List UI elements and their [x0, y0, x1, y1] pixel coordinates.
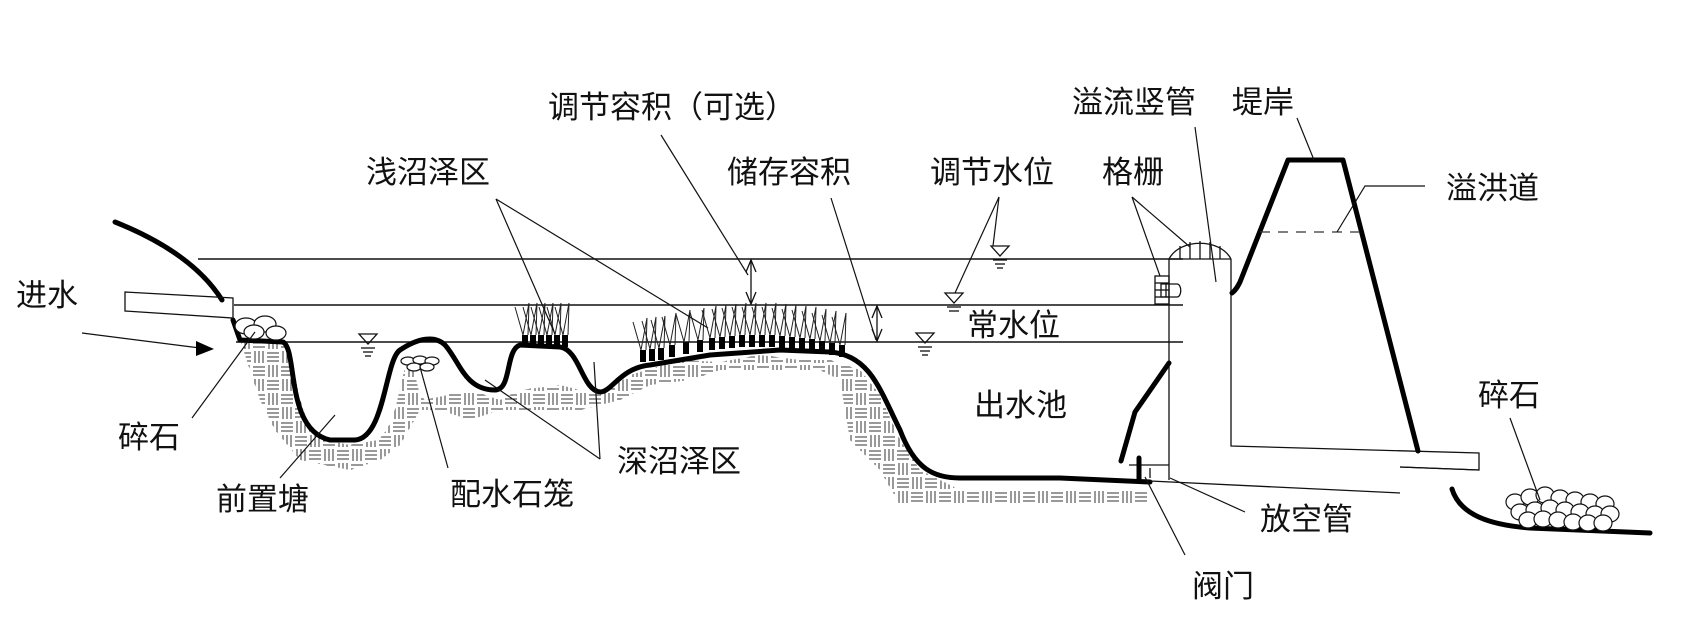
label-detention-volume: 调节容积（可选） [548, 90, 796, 126]
gravel-stone [1593, 514, 1613, 532]
gabion-stones [400, 355, 440, 372]
marsh-plant [821, 310, 837, 355]
outlet-pool-wall [1118, 360, 1172, 464]
water-level-symbol [943, 292, 965, 312]
label-gravel-left: 碎石 [118, 420, 180, 456]
inlet-bank-curve [112, 219, 225, 303]
label-shallow-marsh: 浅沼泽区 [366, 155, 490, 191]
overflow-riser [1129, 258, 1480, 480]
soil-forebay [240, 340, 1150, 505]
marsh-plant [641, 316, 657, 361]
label-distribution-gabion: 配水石笼 [450, 477, 574, 513]
label-valve: 阀门 [1192, 569, 1254, 605]
inflow-arrow [81, 332, 214, 356]
storage-volume-arrow [871, 304, 883, 343]
inlet-stones [234, 315, 287, 341]
marsh-plant [650, 315, 666, 360]
leader-regulated-level-2 [992, 196, 1000, 247]
leader-gravel-right [1509, 417, 1541, 501]
leader-trash-rack-1 [1131, 196, 1161, 277]
marsh-plant [831, 312, 847, 357]
water-level-symbol [357, 333, 379, 357]
leader-drain-pipe [1169, 477, 1246, 513]
marsh-plant [675, 309, 691, 354]
label-normal-water-level: 常水位 [967, 308, 1060, 344]
leader-deep-marsh-2 [593, 361, 601, 460]
leader-deep-marsh-1 [484, 379, 601, 460]
water-level-symbols [357, 245, 1011, 357]
marsh-plant [632, 317, 648, 362]
leader-overflow-riser [1194, 126, 1217, 283]
label-embankment: 堤岸 [1232, 85, 1294, 121]
outlet-gravel [1505, 486, 1620, 532]
ground-profile [230, 317, 1153, 485]
embankment [1229, 157, 1421, 454]
label-outlet-pool: 出水池 [974, 388, 1067, 424]
marsh-plant [514, 302, 530, 347]
label-inflow: 进水 [16, 278, 78, 314]
leader-storage-volume [830, 197, 877, 341]
leader-gabion [419, 366, 449, 469]
detention-volume-arrow [745, 258, 757, 306]
label-deep-marsh: 深沼泽区 [617, 444, 741, 480]
leader-embankment [1296, 117, 1315, 161]
soil-hatching [240, 340, 1150, 505]
label-overflow-riser: 溢流竖管 [1072, 85, 1196, 121]
inlet-pipe [124, 291, 234, 319]
leader-lines [191, 117, 1541, 556]
labels: 进水 碎石 前置塘 配水石笼 深沼泽区 浅沼泽区 调节容积（可选） 储存容积 调… [16, 85, 1540, 605]
marsh-plants [514, 302, 847, 362]
label-regulated-water-level: 调节水位 [930, 155, 1054, 191]
label-forebay: 前置塘 [216, 482, 309, 518]
leader-trash-rack-2 [1131, 196, 1191, 248]
marsh-plant [689, 307, 705, 352]
water-level-symbol [914, 332, 936, 356]
leader-forebay [279, 414, 336, 479]
marsh-plant [801, 306, 817, 351]
label-storage-volume: 储存容积 [727, 155, 851, 191]
leader-regulated-level-1 [954, 196, 1000, 294]
leader-shallow-marsh-1 [495, 198, 556, 335]
marsh-plant [661, 312, 677, 357]
marsh-plant [811, 308, 827, 353]
water-level-symbol [989, 245, 1011, 269]
label-spillway: 溢洪道 [1446, 171, 1539, 207]
leader-spillway [1336, 185, 1425, 233]
leader-shallow-marsh-2 [495, 198, 709, 329]
trash-rack-side [1154, 275, 1182, 305]
marsh-plant [554, 302, 570, 347]
leader-gravel-left [191, 331, 256, 419]
trash-rack-dome [1168, 241, 1232, 260]
leader-valve [1144, 476, 1186, 556]
label-gravel-right: 碎石 [1478, 378, 1540, 414]
label-trash-rack: 格栅 [1102, 155, 1164, 191]
drain-pipe [1149, 480, 1401, 494]
label-drain-pipe: 放空管 [1260, 502, 1353, 538]
leader-detention-volume [660, 134, 749, 276]
